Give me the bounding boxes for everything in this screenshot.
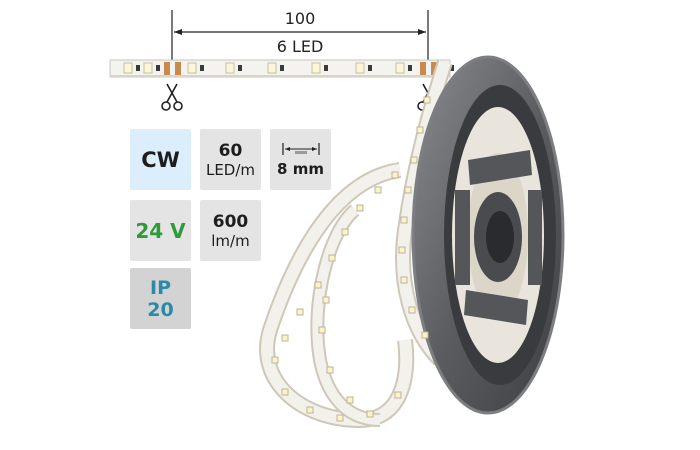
- reel: [411, 55, 565, 415]
- strip-width-badge: 8 mm: [270, 129, 331, 190]
- resistor: [450, 65, 454, 71]
- led-chip: [346, 396, 354, 404]
- led-chip: [398, 246, 406, 254]
- led-chip: [404, 186, 412, 194]
- led-chip: [408, 306, 416, 314]
- led-chip: [225, 62, 235, 74]
- resistor: [324, 65, 328, 71]
- led-chip: [281, 334, 289, 342]
- led-chip: [394, 391, 402, 399]
- led-chip: [271, 356, 279, 364]
- dimension-length: 100: [285, 9, 316, 28]
- led-density-unit: LED/m: [205, 160, 256, 179]
- led-chip: [341, 228, 349, 236]
- strip-width-value: 8 mm: [277, 159, 324, 178]
- led-chip: [356, 204, 364, 212]
- led-chip: [395, 62, 405, 74]
- led-chip: [281, 388, 289, 396]
- resistor: [280, 65, 284, 71]
- led-chip: [416, 126, 424, 134]
- voltage-value: 24 V: [135, 218, 186, 243]
- led-chip: [400, 276, 408, 284]
- led-density-value: 60: [218, 140, 243, 161]
- led-chip: [374, 186, 382, 194]
- dimension-marker: [171, 10, 429, 62]
- led-strip-segment: [109, 59, 454, 78]
- width-arrow-icon: [281, 142, 320, 155]
- ip-rating-label: IP: [150, 276, 171, 299]
- voltage-badge: 24 V: [130, 200, 191, 261]
- resistor: [156, 65, 160, 71]
- led-chip: [410, 156, 418, 164]
- resistor: [136, 65, 140, 71]
- scissors-icon: [161, 83, 183, 111]
- led-chip: [306, 406, 314, 414]
- color-temperature-label: CW: [141, 147, 180, 172]
- led-chip: [296, 308, 304, 316]
- led-chip: [400, 216, 408, 224]
- luminous-flux-unit: lm/m: [211, 231, 250, 250]
- led-chip: [314, 281, 322, 289]
- led-chip: [123, 62, 133, 74]
- resistor: [368, 65, 372, 71]
- resistor: [200, 65, 204, 71]
- led-chip: [326, 366, 334, 374]
- resistor: [408, 65, 412, 71]
- led-chip: [336, 414, 344, 422]
- resistor: [238, 65, 242, 71]
- led-chip: [328, 254, 336, 262]
- led-chip: [423, 96, 431, 104]
- loose-led-strip: [259, 59, 453, 429]
- led-chip: [267, 62, 277, 74]
- led-chip: [355, 62, 365, 74]
- led-chip: [391, 171, 399, 179]
- led-chip: [143, 62, 153, 74]
- led-chip: [322, 296, 330, 304]
- led-chip: [311, 62, 321, 74]
- led-chip: [187, 62, 197, 74]
- led-chip: [318, 326, 326, 334]
- led-density-badge: 60 LED/m: [200, 129, 261, 190]
- ip-rating-value: 20: [147, 298, 174, 321]
- led-chip: [421, 331, 429, 339]
- ip-rating-badge: IP 20: [130, 268, 191, 329]
- color-temperature-badge: CW: [130, 129, 191, 190]
- luminous-flux-value: 600: [212, 211, 249, 232]
- luminous-flux-badge: 600 lm/m: [200, 200, 261, 261]
- led-chip: [366, 410, 374, 418]
- dimension-led-count: 6 LED: [277, 37, 324, 56]
